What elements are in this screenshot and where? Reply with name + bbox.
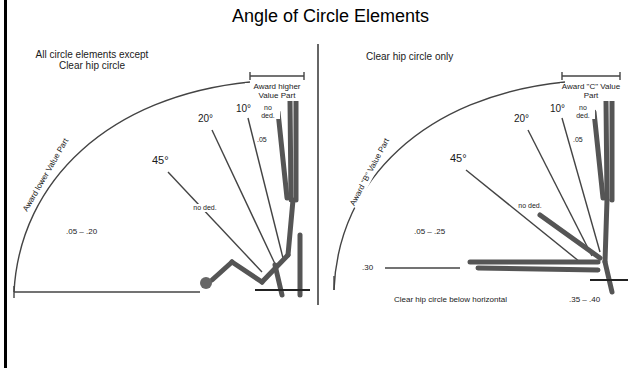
deduction-value: no ded. — [517, 202, 543, 210]
panel-heading: All circle elements except Clear hip cir… — [25, 49, 159, 71]
award-note: Award higher Value Part — [245, 83, 309, 101]
deduction-range: .05 – .20 — [65, 228, 98, 237]
panel-divider — [317, 44, 319, 305]
left-gymnast-head — [200, 277, 212, 289]
deduction-range: .05 – .25 — [413, 228, 446, 237]
caption-note: Clear hip circle below horizontal — [393, 296, 508, 305]
left-border — [4, 0, 7, 368]
angle-label: 45° — [151, 154, 170, 166]
deduction-value: no ded. — [256, 104, 280, 119]
right-bar — [590, 279, 628, 281]
angle-label: 10° — [235, 103, 252, 114]
deduction-value: .05 — [256, 136, 268, 144]
deduction-range: .35 – .40 — [568, 296, 601, 305]
left-panel-lines — [14, 72, 304, 298]
right-gymnasts — [470, 96, 612, 292]
right-panel-lines — [334, 72, 620, 290]
angle-label: 20° — [513, 113, 530, 124]
angle-label: 20° — [197, 113, 214, 124]
left-gymnast — [212, 96, 300, 295]
angle-label: 45° — [449, 152, 468, 164]
deduction-value: .05 — [572, 136, 584, 144]
deduction-value: no ded. — [571, 104, 595, 119]
deduction-value: .30 — [361, 264, 374, 273]
panel-heading: Clear hip circle only — [365, 51, 454, 62]
deduction-value: no ded. — [192, 204, 218, 212]
angle-label: 10° — [549, 103, 566, 114]
award-note: Award "C" Value Part — [560, 83, 622, 101]
award-note: Award lower Value Part — [21, 136, 71, 214]
left-bar — [255, 289, 310, 291]
diagram-title: Angle of Circle Elements — [232, 6, 429, 27]
award-note: Award "B" Value Part — [348, 136, 392, 208]
